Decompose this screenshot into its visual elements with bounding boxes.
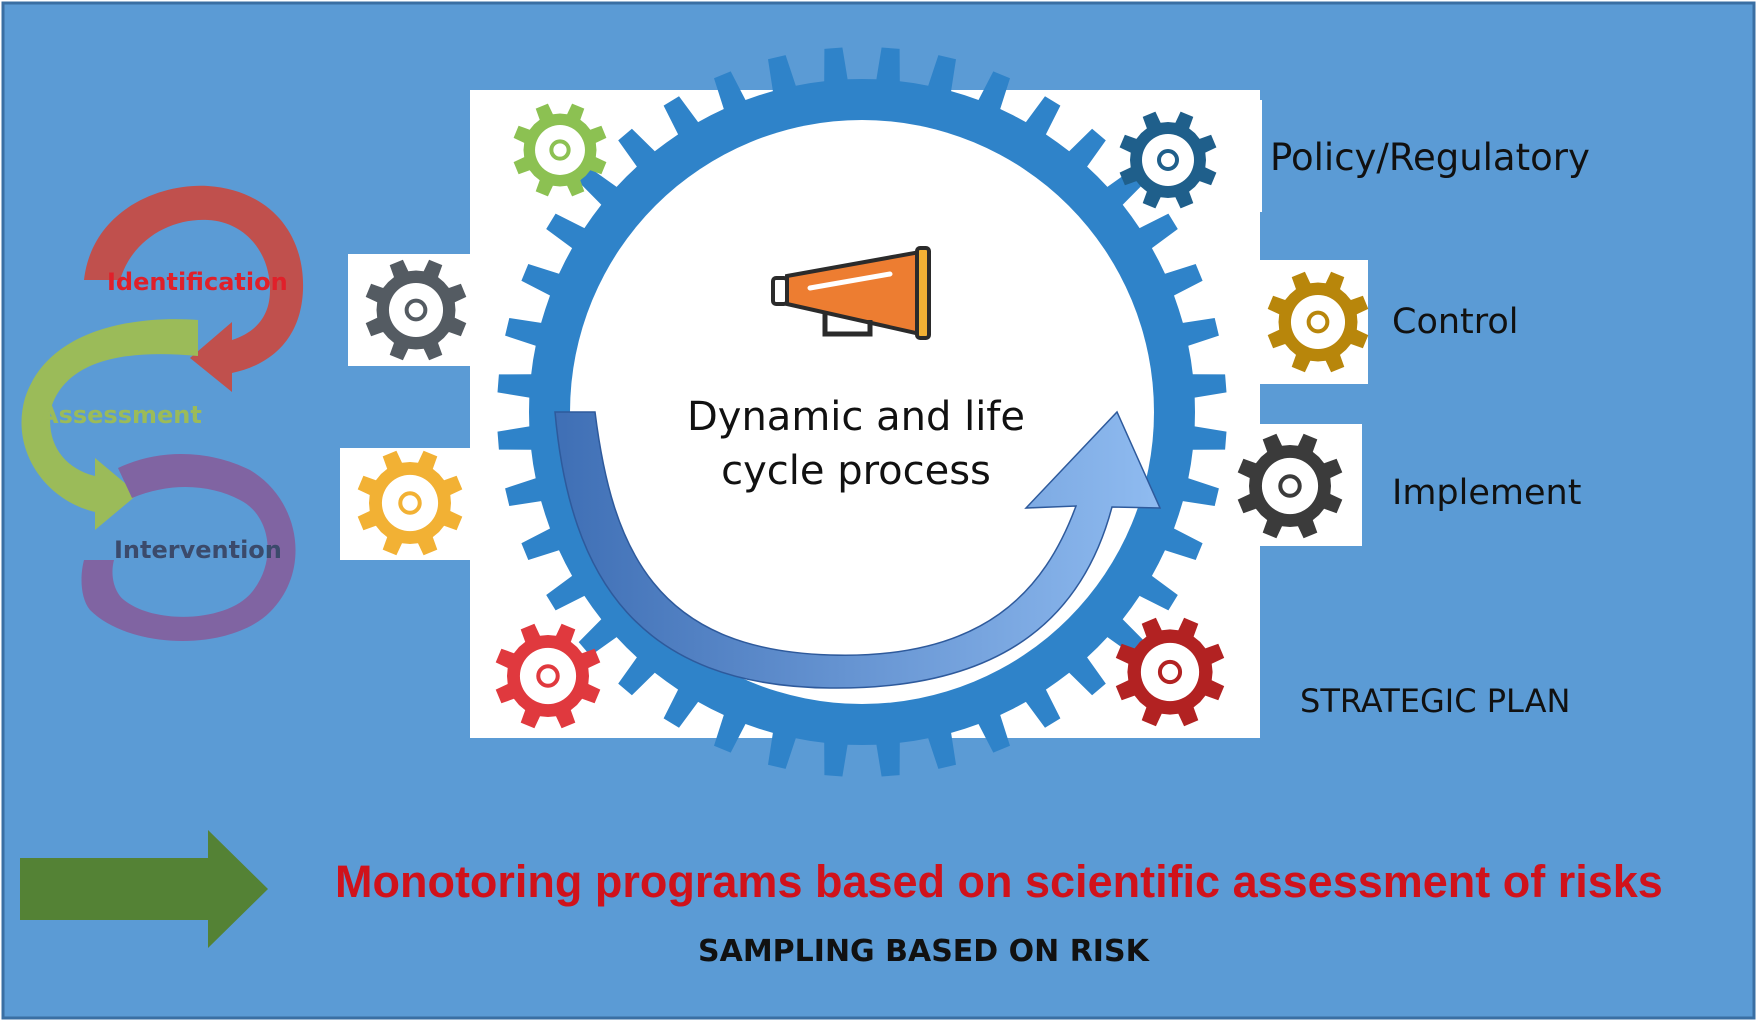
search-gear-icon (513, 103, 607, 197)
green-arrow (20, 830, 268, 948)
implement-label: Implement (1392, 473, 1582, 513)
cycle-arrow (554, 410, 1162, 689)
target-gear-icon (365, 259, 467, 361)
puzzle-gear-icon-glyph (1278, 474, 1302, 498)
handshake-gear-icon-glyph (1157, 149, 1179, 171)
identification-loop-arrow (84, 185, 304, 392)
settings-gear-icon-center (381, 474, 439, 532)
settings-gear-icon-glyph (398, 491, 422, 515)
target-gear-icon-center (388, 282, 444, 338)
chart-gear-icon-glyph (1306, 310, 1330, 334)
lightbulb-gear-icon-glyph (536, 664, 560, 688)
monitoring-headline: Monotoring programs based on scientific … (335, 856, 1663, 907)
chart-gear-icon (1267, 271, 1369, 373)
intervention-loop-arrow (81, 453, 296, 642)
center-title-line1: Dynamic and life (686, 394, 1025, 440)
megaphone-gear-icon (1115, 617, 1225, 727)
assessment-label: Assessment (40, 401, 202, 429)
megaphone-gear-icon-glyph (1157, 659, 1183, 685)
center-title-line2: cycle process (721, 448, 991, 494)
control-label: Control (1392, 302, 1519, 342)
megaphone-icon (771, 246, 931, 340)
strategic-plan-label: STRATEGIC PLAN (1300, 682, 1571, 720)
lightbulb-gear-icon-center (519, 647, 577, 705)
center-title: Dynamic and life cycle process (646, 390, 1066, 498)
puzzle-gear-icon (1237, 433, 1343, 539)
handshake-gear-icon-center (1142, 134, 1194, 186)
puzzle-gear-icon-center (1261, 457, 1319, 515)
assessment-loop-arrow (21, 319, 198, 530)
big-gear-hole (570, 120, 1154, 704)
chart-gear-icon-center (1290, 294, 1346, 350)
policy-regulatory-label: Policy/Regulatory (1270, 136, 1590, 179)
sampling-subline: SAMPLING BASED ON RISK (698, 934, 1149, 969)
identification-label: Identification (107, 268, 288, 296)
search-gear-icon-center (535, 125, 585, 175)
lightbulb-gear-icon (495, 623, 601, 729)
megaphone-gear-icon-center (1140, 642, 1200, 702)
cycle-loops (21, 185, 304, 642)
target-gear-icon-glyph (404, 298, 428, 322)
settings-gear-icon (357, 450, 463, 556)
handshake-gear-icon (1119, 111, 1217, 209)
intervention-label: Intervention (114, 536, 282, 564)
search-gear-icon-glyph (549, 139, 571, 161)
